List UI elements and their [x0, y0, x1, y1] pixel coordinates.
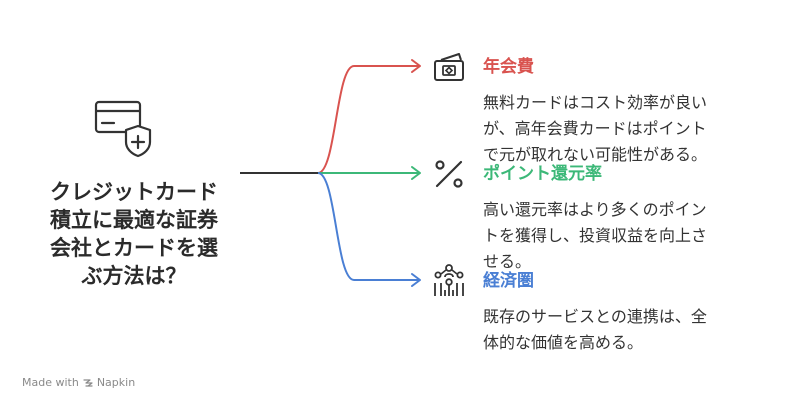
made-with-napkin-footer: Made with Napkin — [22, 376, 135, 389]
main-title-line: 会社とカードを選 — [50, 236, 218, 260]
arrowhead-points — [411, 166, 421, 180]
main-title-line: 積立に最適な証券 — [50, 208, 218, 232]
desc-line: 高い還元率はより多くのポイン — [483, 200, 707, 219]
branch-title-points: ポイント還元率 — [483, 164, 602, 184]
arrowhead-ecosystem — [411, 273, 421, 287]
desc-line: 無料カードはコスト効率が良い — [483, 93, 708, 112]
branch-title-fee: 年会費 — [483, 57, 534, 77]
napkin-brand: Napkin — [96, 376, 136, 389]
branch-desc-points: 高い還元率はより多くのポイン トを獲得し、投資収益を向上さ せる。 — [483, 197, 768, 275]
card-payment-icon — [434, 53, 464, 81]
branch-line-fee — [317, 65, 420, 174]
desc-line: で元が取れない可能性がある。 — [483, 145, 708, 164]
credit-card-shield-icon — [94, 100, 152, 158]
desc-line: 既存のサービスとの連携は、全 — [483, 307, 707, 326]
napkin-logo-icon — [83, 378, 93, 387]
made-with-label: Made with — [22, 376, 79, 389]
branch-title-ecosystem: 経済圏 — [483, 271, 534, 291]
branch-desc-ecosystem: 既存のサービスとの連携は、全 体的な価値を高める。 — [483, 304, 768, 356]
arrowhead-fee — [411, 59, 421, 73]
main-topic-title: クレジットカード 積立に最適な証券 会社とカードを選 ぶ方法は？ — [14, 178, 254, 290]
desc-line: せる。 — [483, 252, 532, 271]
desc-line: トを獲得し、投資収益を向上さ — [483, 226, 708, 245]
desc-line: が、高年会費カードはポイント — [483, 119, 707, 138]
network-people-icon — [434, 264, 464, 296]
branch-desc-fee: 無料カードはコスト効率が良い が、高年会費カードはポイント で元が取れない可能性… — [483, 90, 768, 168]
main-title-line: ぶ方法は？ — [81, 264, 187, 288]
branch-line-ecosystem — [317, 172, 420, 281]
percent-icon — [435, 160, 463, 188]
main-title-line: クレジットカード — [50, 180, 218, 204]
desc-line: 体的な価値を高める。 — [483, 333, 644, 352]
